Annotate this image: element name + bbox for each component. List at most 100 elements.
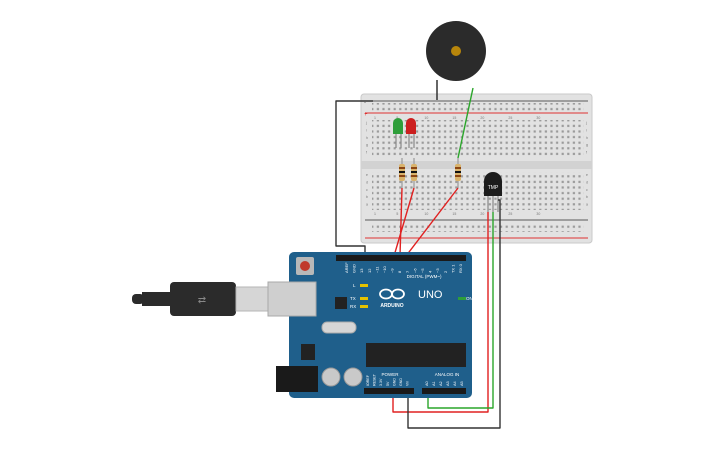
- temperature-sensor[interactable]: TMP: [484, 172, 502, 212]
- digital-pin-label: GND: [352, 264, 357, 273]
- row-letter: d: [366, 180, 368, 184]
- row-letter: i: [586, 128, 587, 132]
- row-number: 20: [480, 212, 484, 216]
- row-number: 25: [508, 212, 512, 216]
- sensor-body: [484, 172, 502, 196]
- row-letter: i: [366, 128, 367, 132]
- digital-pin-label: RX 0: [458, 263, 463, 273]
- row-letter: b: [586, 195, 588, 199]
- usb-plug-body: [170, 282, 236, 316]
- digital-pin-label: 8: [397, 270, 402, 273]
- usb-chip: [335, 297, 347, 309]
- power-pin-label: GND: [392, 378, 396, 386]
- resistor-1[interactable]: [399, 158, 405, 188]
- wire-black-gnd-rail[interactable]: [335, 100, 373, 256]
- resistor-band: [411, 175, 417, 177]
- digital-pin-label: ~11: [374, 266, 379, 273]
- row-letter: j: [365, 121, 367, 125]
- digital-label: DIGITAL (PWM~): [407, 274, 442, 279]
- wire-red-buzzer[interactable]: [405, 187, 459, 257]
- row-letter: d: [586, 180, 588, 184]
- led-red[interactable]: [406, 118, 416, 148]
- rail-plus-label: +: [364, 112, 368, 118]
- arduino-logo: ARDUINO: [379, 288, 405, 309]
- row-number: 1: [374, 212, 376, 216]
- digital-pin-label: 2: [443, 270, 448, 273]
- wire-green-sensor-a0[interactable]: [427, 212, 494, 409]
- digital-pin-label: 13: [359, 268, 364, 273]
- row-letter: a: [366, 203, 368, 207]
- voltage-regulator: [301, 344, 315, 360]
- row-letter: f: [366, 151, 367, 155]
- row-letter: a: [586, 203, 588, 207]
- wire-red-sensor-5v[interactable]: [392, 212, 489, 413]
- analog-pin-label: A0: [425, 381, 429, 386]
- row-number: 15: [452, 116, 456, 120]
- top-power-rail: [372, 103, 584, 111]
- wire-green-buzzer[interactable]: [457, 87, 474, 159]
- piezo-buzzer[interactable]: [426, 21, 486, 100]
- usb-port: [267, 281, 317, 317]
- analog-pin-label: A2: [439, 381, 443, 386]
- row-letter: g: [586, 143, 588, 147]
- power-pin-label: RESET: [373, 373, 377, 386]
- row-letter: f: [586, 151, 587, 155]
- bottom-power-rail: [372, 224, 584, 232]
- digital-pin-label: AREF: [344, 262, 349, 273]
- row-letter: e: [586, 173, 588, 177]
- digital-pin-label: ~9: [390, 268, 395, 273]
- row-number: 1: [374, 116, 376, 120]
- power-jack: [276, 366, 318, 392]
- model-label: UNO: [418, 289, 443, 301]
- sensor-label: TMP: [488, 185, 499, 191]
- digital-pin-label: TX 1: [450, 264, 455, 273]
- resistor-2[interactable]: [411, 158, 417, 188]
- power-pin-label: 3.3V: [379, 378, 383, 386]
- row-number: 30: [536, 116, 540, 120]
- atmega-chip: [366, 343, 466, 367]
- label-led-l: L: [353, 283, 356, 288]
- led-green[interactable]: [393, 118, 403, 148]
- wire-black-sensor-gnd[interactable]: [407, 199, 501, 429]
- resistor-band: [455, 171, 461, 173]
- usb-icon: ⇄: [198, 295, 206, 306]
- digital-header: [336, 255, 466, 261]
- row-letter: c: [586, 188, 588, 192]
- brand-label: ARDUINO: [380, 303, 403, 309]
- row-number: 20: [480, 116, 484, 120]
- resistor-3[interactable]: [455, 158, 461, 188]
- resistor-band: [399, 167, 405, 169]
- terminal-strip-bottom: [372, 172, 584, 210]
- row-number: 5: [396, 212, 398, 216]
- row-letter: c: [366, 188, 368, 192]
- power-pin-label: Vin: [406, 381, 410, 386]
- row-letter: b: [366, 195, 368, 199]
- arduino-uno[interactable]: L TX RX ON ARDUINO UNO DIGITAL (PWM~) AR…: [267, 252, 473, 398]
- row-number: 5: [396, 116, 398, 120]
- led-on-indicator: [458, 297, 466, 300]
- resistor-band: [455, 167, 461, 169]
- digital-pin-label: 7: [405, 270, 410, 273]
- buzzer-center: [451, 46, 461, 56]
- usb-plug-tip: [235, 286, 269, 312]
- row-number: 10: [424, 116, 428, 120]
- power-pin-label: GND: [399, 378, 403, 386]
- row-letter: g: [366, 143, 368, 147]
- label-on: ON: [466, 296, 473, 301]
- analog-pin-label: A1: [432, 381, 436, 386]
- row-letter: j: [585, 121, 587, 125]
- row-number: 15: [452, 212, 456, 216]
- label-led-rx: RX: [350, 304, 356, 309]
- power-pin-label: IOREF: [366, 374, 370, 386]
- wire-red-led-red[interactable]: [393, 187, 415, 257]
- wire-red-led-green[interactable]: [399, 187, 403, 257]
- row-letter: h: [366, 136, 368, 140]
- reset-button[interactable]: [300, 261, 310, 271]
- usb-cable[interactable]: ⇄: [132, 282, 269, 316]
